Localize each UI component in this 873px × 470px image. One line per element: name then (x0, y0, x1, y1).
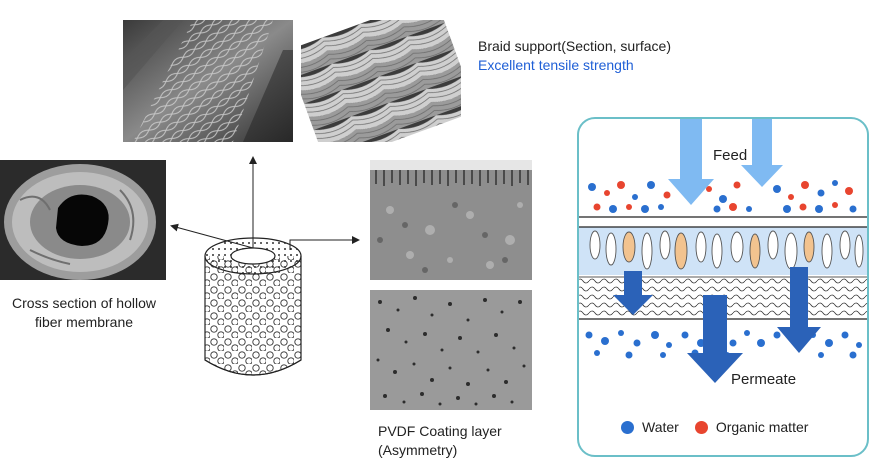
legend-label-organic: Organic matter (715, 419, 809, 435)
permeate-arrows (613, 267, 821, 383)
braid-surface-photo (301, 20, 461, 142)
legend-label-water: Water (642, 419, 679, 435)
permeate-particles (585, 330, 862, 359)
feed-particles (588, 180, 857, 213)
fiber-cylinder (204, 237, 302, 376)
organic-dot-icon (694, 420, 708, 434)
legend-item-water: Water (621, 419, 679, 435)
braid-caption: Braid support(Section, surface) Excellen… (478, 37, 671, 75)
legend-item-organic: Organic matter (694, 419, 809, 435)
cross-section-line1: Cross section of hollow (12, 295, 156, 311)
pvdf-line2: (Asymmetry) (378, 442, 458, 458)
braid-title: Braid support(Section, surface) (478, 38, 671, 54)
cross-section-line2: fiber membrane (34, 314, 134, 330)
pvdf-line1: PVDF Coating layer (378, 423, 502, 439)
pvdf-coating-section-photo (370, 160, 532, 280)
arrow-to-cross-section (170, 223, 254, 249)
filtration-panel: Feed Permeate Water Organic matter (577, 117, 869, 457)
hollow-fiber-cross-section-photo (0, 160, 166, 280)
braid-section-photo (123, 20, 293, 142)
legend: Water Organic matter (621, 419, 824, 435)
cross-section-caption: Cross section of hollow fiber membrane (0, 294, 168, 332)
permeate-label: Permeate (731, 371, 797, 388)
braid-subtitle: Excellent tensile strength (478, 57, 634, 73)
pvdf-caption: PVDF Coating layer (Asymmetry) (378, 422, 502, 460)
pore-layer (589, 230, 864, 270)
feed-arrows (668, 119, 783, 205)
pvdf-surface-photo (370, 290, 532, 410)
arrow-to-pvdf (289, 236, 360, 250)
feed-label: Feed (713, 147, 748, 164)
water-dot-icon (621, 420, 634, 434)
filtration-illustration (579, 119, 867, 383)
